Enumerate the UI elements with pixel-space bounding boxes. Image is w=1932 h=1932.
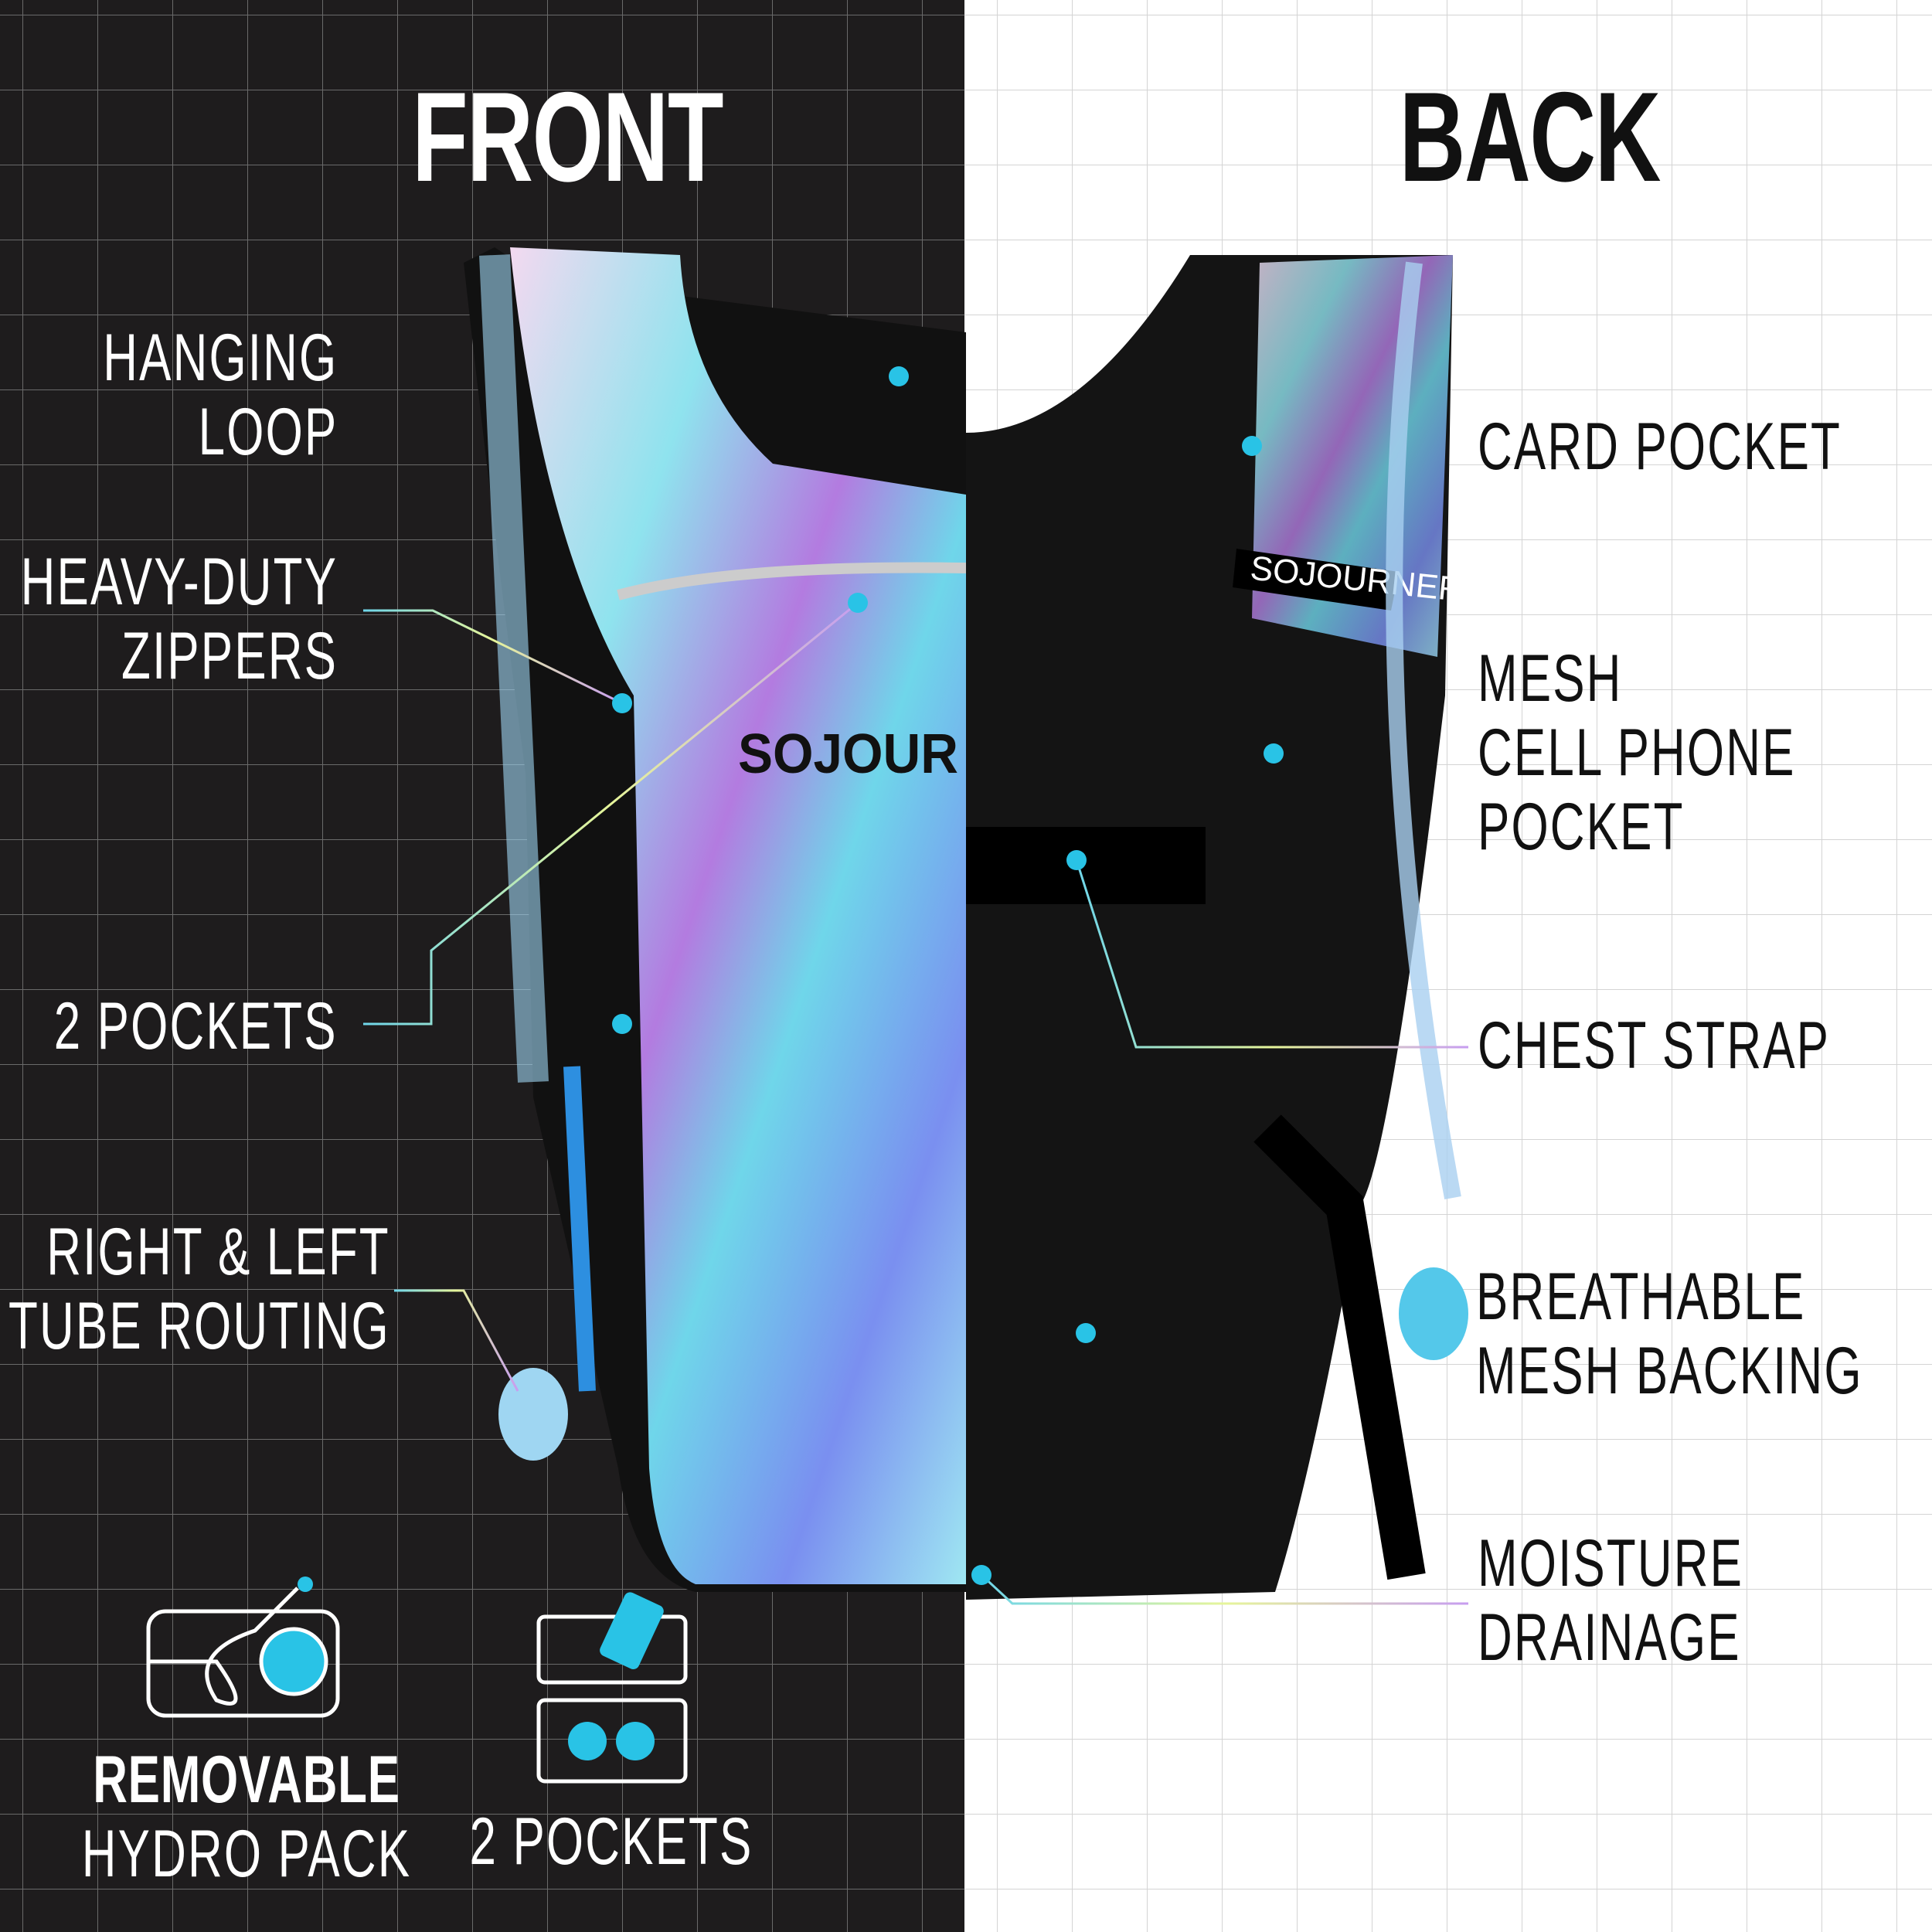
feature-front-pockets: 2 POCKETS — [54, 989, 338, 1063]
backpack-back-image: SOJOURNER — [966, 255, 1468, 1600]
feature-chest-strap: CHEST STRAP — [1478, 1009, 1831, 1083]
feature-card-pocket: CARD POCKET — [1478, 410, 1842, 484]
leader-lines — [363, 373, 1468, 1605]
back-heading: BACK — [1399, 66, 1662, 208]
hydration-bladder-icon — [146, 1577, 340, 1718]
badge-two-pockets: 2 POCKETS — [469, 1804, 753, 1879]
backpack-front-image — [464, 247, 967, 1592]
front-heading: FRONT — [412, 66, 723, 208]
phone-and-sunglasses-pockets-icon — [536, 1592, 688, 1784]
callout-dots — [612, 366, 1284, 1585]
brand-logo-front: SOJOUR — [738, 723, 958, 785]
